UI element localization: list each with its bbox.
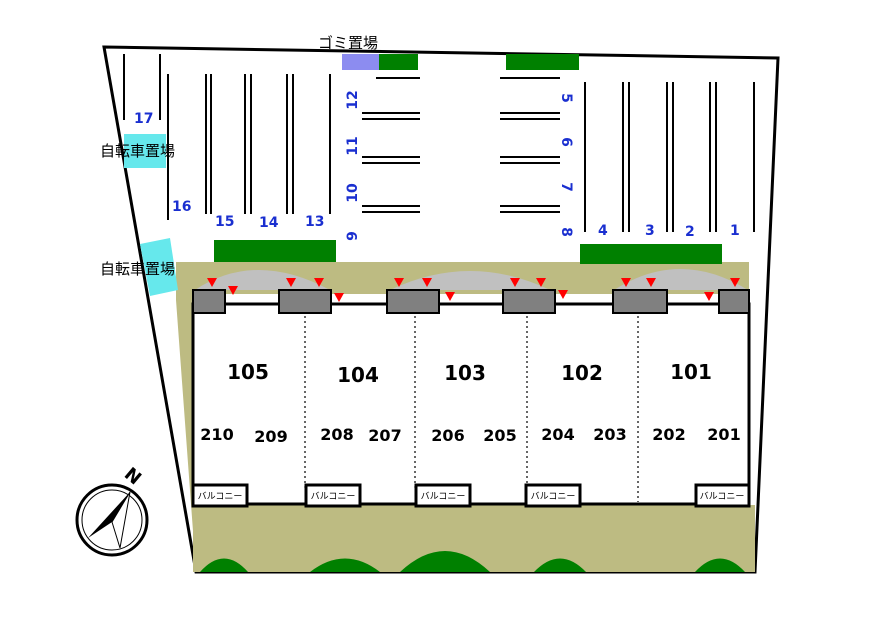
parking-number: 17 <box>134 111 153 127</box>
balconies: バルコニー バルコニー バルコニー バルコニー バルコニー <box>191 483 751 508</box>
garbage-bin <box>342 54 379 70</box>
apartment-building <box>191 302 751 506</box>
parking-number: 13 <box>305 214 324 230</box>
hedge-garbage <box>379 54 418 70</box>
room-number: 206 <box>431 426 464 445</box>
balcony-label: バルコニー <box>198 491 243 502</box>
garbage-label: ゴミ置場 <box>318 34 378 52</box>
bicycle-label-1: 自転車置場 <box>100 142 175 160</box>
bicycle-area-2 <box>140 238 178 296</box>
room-number: 201 <box>707 425 740 444</box>
upper-floor-rooms: 210 209 208 207 206 205 204 203 202 201 <box>200 425 740 446</box>
room-number: 203 <box>593 425 626 444</box>
parking-number: 15 <box>215 214 234 230</box>
entrance-blocks <box>192 289 750 314</box>
bicycle-label-2: 自転車置場 <box>100 260 175 278</box>
room-number: 209 <box>254 427 287 446</box>
hedge-top-center <box>506 54 579 70</box>
parking-number: 2 <box>685 224 695 240</box>
room-number: 204 <box>541 425 574 444</box>
unit-number: 101 <box>670 360 712 384</box>
bicycle-area-1 <box>124 134 166 168</box>
parking-number: 10 <box>345 183 361 203</box>
unit-dividers <box>304 306 639 502</box>
balcony-label: バルコニー <box>311 491 356 502</box>
parking-number: 14 <box>259 215 279 231</box>
balcony-label: バルコニー <box>700 491 745 502</box>
parking-number: 12 <box>345 90 361 109</box>
parking-number: 7 <box>558 182 574 192</box>
unit-number: 104 <box>337 363 379 387</box>
parking-number: 4 <box>598 223 608 239</box>
parking-number: 5 <box>558 93 574 103</box>
parking-number: 11 <box>345 136 361 155</box>
parking-lines-right <box>584 82 755 232</box>
parking-lines-top-left <box>123 54 331 220</box>
parking-numbers: 17 16 15 14 13 12 11 10 9 5 6 7 8 4 3 2 … <box>134 90 740 241</box>
entrance-canopies <box>195 269 748 290</box>
unit-number: 102 <box>561 361 603 385</box>
room-number: 205 <box>483 426 516 445</box>
parking-number: 3 <box>645 223 655 239</box>
parking-number: 8 <box>558 227 574 237</box>
parking-number: 9 <box>345 231 361 241</box>
room-number: 210 <box>200 425 233 444</box>
balcony-label: バルコニー <box>531 491 576 502</box>
lawn-left <box>176 262 196 572</box>
parking-number: 6 <box>558 137 574 147</box>
room-number: 208 <box>320 425 353 444</box>
parking-number: 1 <box>730 223 740 239</box>
unit-number: 105 <box>227 360 269 384</box>
parking-lines-center <box>362 77 560 213</box>
unit-number: 103 <box>444 361 486 385</box>
room-number: 207 <box>368 426 401 445</box>
shrubs <box>200 551 745 572</box>
ground-floor-units: 105 104 103 102 101 <box>227 360 712 387</box>
entry-markers <box>207 278 740 302</box>
room-number: 202 <box>652 425 685 444</box>
balcony-label: バルコニー <box>421 491 466 502</box>
hedge-left <box>214 240 336 262</box>
north-compass: N <box>75 464 149 557</box>
parking-number: 16 <box>172 199 191 215</box>
hedge-right <box>580 244 722 264</box>
